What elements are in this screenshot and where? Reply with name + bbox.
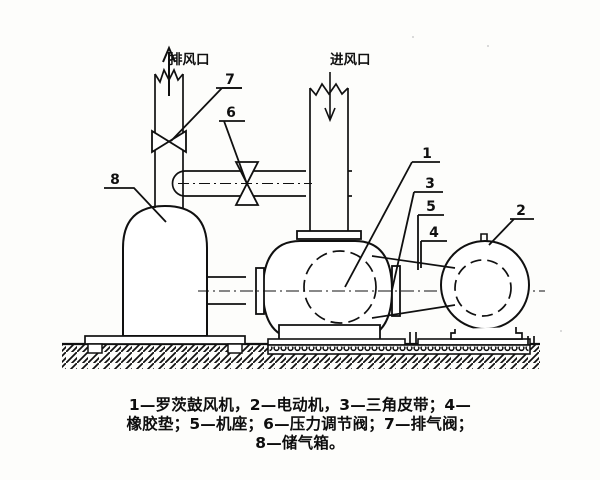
air-storage-tank bbox=[84, 204, 262, 354]
scan-speckle bbox=[487, 45, 489, 47]
leader-8 bbox=[104, 187, 167, 223]
caption-line-3: 8—储气箱。 bbox=[255, 434, 345, 452]
intake-port-label: 进风口 bbox=[330, 52, 371, 68]
callout-leaders bbox=[104, 87, 534, 291]
callout-label-3: 3 bbox=[425, 176, 435, 192]
leader-1 bbox=[344, 161, 440, 288]
callout-label-1: 1 bbox=[422, 146, 432, 162]
exhaust-valve-symbol bbox=[151, 129, 187, 154]
callout-label-2: 2 bbox=[516, 203, 526, 219]
scan-speckle bbox=[560, 330, 562, 332]
exhaust-flow-arrow bbox=[162, 45, 176, 96]
leader-4 bbox=[420, 240, 447, 268]
callout-label-6: 6 bbox=[226, 105, 236, 121]
caption-line-2: 橡胶垫；5—机座；6—压力调节阀；7—排气阀； bbox=[126, 415, 474, 433]
figure-caption: 1—罗茨鼓风机，2—电动机，3—三角皮带；4— 橡胶垫；5—机座；6—压力调节阀… bbox=[60, 396, 540, 453]
scan-speckle bbox=[412, 36, 414, 38]
leader-2 bbox=[488, 218, 534, 246]
intake-pipe bbox=[296, 72, 362, 240]
callout-label-7: 7 bbox=[225, 72, 235, 88]
exhaust-port-label: 排风口 bbox=[169, 51, 210, 68]
electric-motor bbox=[440, 233, 530, 340]
callout-label-5: 5 bbox=[426, 199, 436, 215]
header-pipe bbox=[171, 161, 352, 206]
leader-5 bbox=[417, 214, 444, 270]
callout-label-8: 8 bbox=[110, 172, 120, 188]
leader-3 bbox=[391, 191, 443, 291]
caption-line-1: 1—罗茨鼓风机，2—电动机，3—三角皮带；4— bbox=[128, 396, 472, 414]
intake-flow-arrow bbox=[324, 72, 336, 123]
exhaust-pipe bbox=[151, 45, 187, 208]
leader-6 bbox=[219, 120, 248, 185]
callout-label-4: 4 bbox=[429, 225, 439, 241]
v-belt-drive bbox=[371, 255, 456, 319]
